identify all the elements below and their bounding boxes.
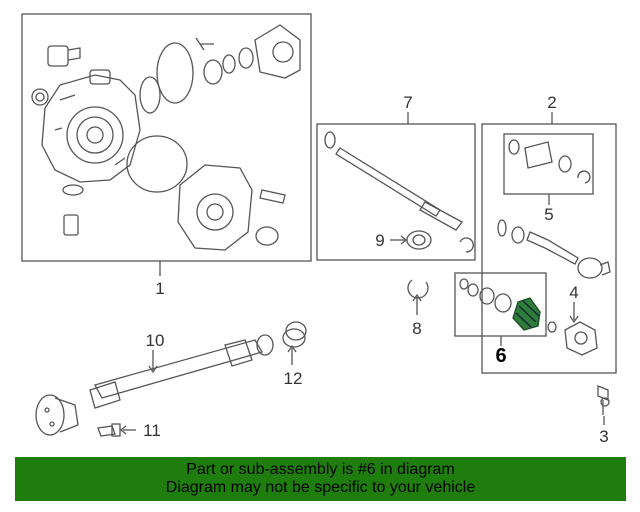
- info-banner: Part or sub-assembly is #6 in diagram Di…: [15, 457, 626, 501]
- shaft-seal-9[interactable]: [406, 230, 432, 250]
- bolt-3[interactable]: [597, 385, 610, 415]
- callout-11: 11: [143, 421, 161, 440]
- callout-10: 10: [146, 331, 165, 350]
- group-box-7: [316, 123, 476, 261]
- banner-line-1: Part or sub-assembly is #6 in diagram: [186, 461, 455, 478]
- boot-kit-5[interactable]: [508, 139, 591, 184]
- differential-housing[interactable]: [41, 69, 141, 183]
- differential-small-parts[interactable]: [31, 37, 214, 236]
- group-box-1: [21, 13, 312, 262]
- callout-9: 9: [375, 231, 384, 250]
- drive-shaft-10[interactable]: [35, 334, 274, 436]
- cv-joint-4[interactable]: [547, 302, 598, 356]
- snap-ring-small[interactable]: [459, 237, 474, 253]
- callout-8: 8: [412, 319, 421, 338]
- callout-2: 2: [547, 93, 556, 112]
- bolt-11[interactable]: [97, 423, 121, 437]
- callout-1: 1: [155, 279, 164, 298]
- differential-cover[interactable]: [177, 164, 286, 251]
- boot-12[interactable]: [282, 321, 307, 348]
- half-shaft[interactable]: [324, 131, 463, 231]
- parts-diagram: 1 2 3 4 5 6 7 8 9 10 11 12: [21, 13, 617, 446]
- banner-line-2: Diagram may not be specific to your vehi…: [165, 479, 476, 496]
- differential-seals[interactable]: [126, 24, 301, 193]
- callout-6: 6: [495, 345, 506, 367]
- callout-4: 4: [569, 283, 578, 302]
- snap-ring-8[interactable]: [407, 279, 429, 299]
- callout-7: 7: [403, 93, 412, 112]
- callout-12: 12: [284, 369, 303, 388]
- callout-3: 3: [599, 427, 608, 446]
- callout-5: 5: [544, 205, 553, 224]
- boot-kit-6-rings[interactable]: [459, 278, 512, 313]
- group-box-2: [481, 123, 617, 374]
- axle-shaft-2[interactable]: [497, 219, 611, 279]
- boot-kit-6-boot[interactable]: [512, 297, 541, 331]
